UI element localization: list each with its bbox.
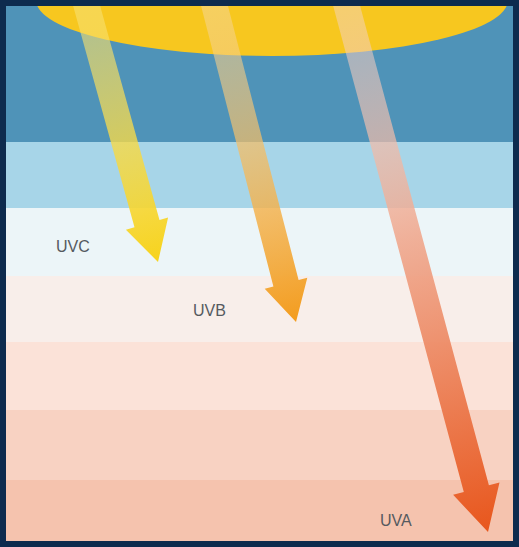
uva-arrow [333,6,500,532]
sky-skin-bands [6,6,513,541]
uvc-arrow [73,6,169,262]
uvb-arrow [200,6,307,322]
ray-label: UVC [56,238,90,256]
ray-label: UVA [380,512,412,530]
ray-label: UVB [193,302,226,320]
